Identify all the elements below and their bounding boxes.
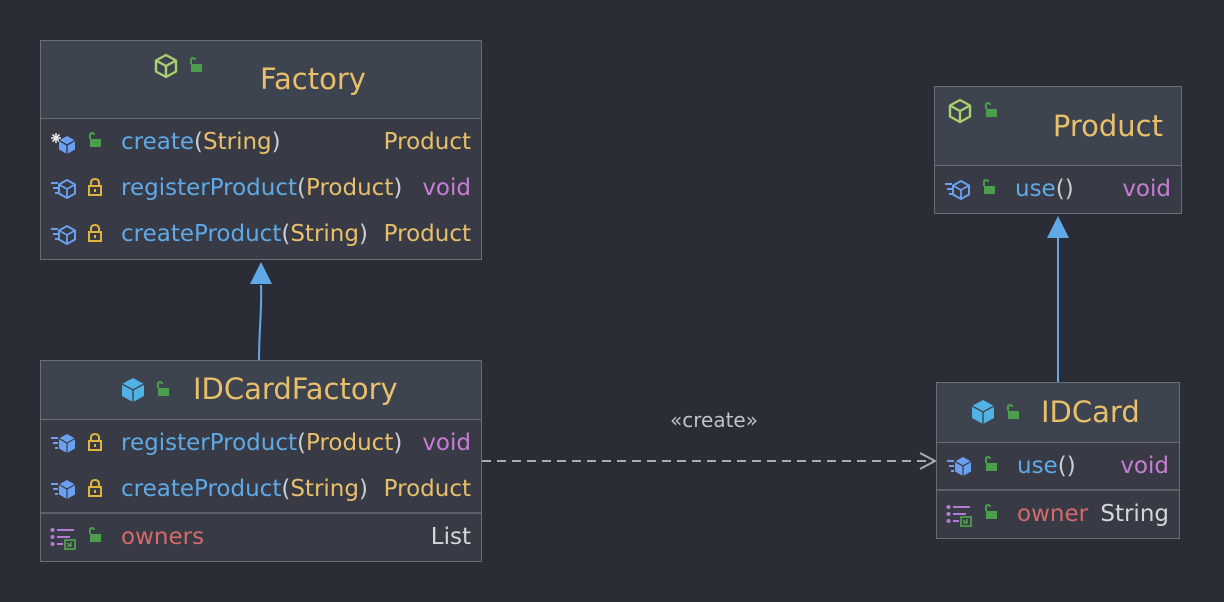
create-stereotype-label: «create» xyxy=(670,408,758,432)
method-filled-icon xyxy=(946,456,972,476)
public-unlock-icon xyxy=(155,380,171,397)
method-row[interactable]: registerProduct(Product) void xyxy=(41,420,481,466)
method-name: createProduct(String) xyxy=(121,221,368,247)
method-icon xyxy=(50,224,76,245)
class-name: IDCard xyxy=(1041,395,1140,429)
method-filled-icon xyxy=(50,479,76,499)
protected-lock-icon xyxy=(87,478,103,499)
public-unlock-icon xyxy=(87,131,103,152)
method-row[interactable]: use() void xyxy=(935,166,1181,212)
class-name: IDCardFactory xyxy=(193,372,398,406)
protected-lock-icon xyxy=(87,223,103,244)
public-unlock-icon xyxy=(1005,403,1021,420)
method-icon xyxy=(50,178,76,199)
public-unlock-icon xyxy=(983,503,999,524)
method-name: use() xyxy=(1015,176,1074,202)
return-type: void xyxy=(422,430,471,456)
method-icon xyxy=(944,179,970,200)
field-row[interactable]: owners List xyxy=(41,514,481,560)
method-name: create(String) xyxy=(121,129,281,155)
field-name: owner xyxy=(1017,501,1089,527)
return-type: void xyxy=(1122,176,1171,202)
public-unlock-icon xyxy=(188,56,204,73)
class-header[interactable]: IDCardFactory xyxy=(41,361,481,420)
class-header[interactable]: Product xyxy=(935,87,1181,166)
dependency-arrowhead xyxy=(919,452,938,470)
return-type: Product xyxy=(383,476,471,502)
class-cube-filled-icon xyxy=(120,377,146,403)
return-type: Product xyxy=(383,221,471,247)
public-unlock-icon xyxy=(983,455,999,476)
class-name: Factory xyxy=(260,62,366,96)
method-row[interactable]: use() void xyxy=(937,443,1179,489)
public-unlock-icon xyxy=(983,101,999,118)
field-icon xyxy=(946,504,972,527)
return-type: Product xyxy=(383,129,471,155)
method-row[interactable]: createProduct(String) Product xyxy=(41,211,481,257)
inheritance-line xyxy=(258,284,263,361)
method-name: use() xyxy=(1017,453,1076,479)
method-name: createProduct(String) xyxy=(121,476,368,502)
method-name: registerProduct(Product) xyxy=(121,430,403,456)
method-filled-icon xyxy=(50,433,76,453)
return-type: void xyxy=(422,175,471,201)
field-type: List xyxy=(430,524,471,550)
public-unlock-icon xyxy=(87,526,103,547)
class-box-product[interactable]: Product use() void xyxy=(934,86,1182,214)
inheritance-arrowhead xyxy=(250,262,272,284)
section-divider xyxy=(937,489,1179,491)
return-type: void xyxy=(1120,453,1169,479)
interface-cube-outline-icon xyxy=(947,98,973,124)
static-method-icon xyxy=(50,132,76,154)
field-type: String xyxy=(1100,501,1169,527)
field-icon xyxy=(50,527,76,550)
public-unlock-icon xyxy=(981,178,997,199)
class-box-idcard[interactable]: IDCard use() void o xyxy=(936,382,1180,539)
protected-lock-icon xyxy=(87,432,103,453)
section-divider xyxy=(41,512,481,514)
class-box-factory[interactable]: Factory create(String) Product registerP xyxy=(40,40,482,260)
class-header[interactable]: Factory xyxy=(41,41,481,119)
method-row[interactable]: create(String) Product xyxy=(41,119,481,165)
protected-lock-icon xyxy=(87,177,103,198)
realization-arrowhead xyxy=(1047,216,1069,238)
class-box-idcardfactory[interactable]: IDCardFactory registerProduct(Product) v… xyxy=(40,360,482,562)
method-row[interactable]: createProduct(String) Product xyxy=(41,466,481,512)
method-name: registerProduct(Product) xyxy=(121,175,403,201)
class-header[interactable]: IDCard xyxy=(937,383,1179,443)
class-cube-filled-icon xyxy=(970,399,996,425)
field-name: owners xyxy=(121,524,205,550)
class-name: Product xyxy=(1052,109,1163,143)
method-row[interactable]: registerProduct(Product) void xyxy=(41,165,481,211)
field-row[interactable]: owner String xyxy=(937,491,1179,537)
interface-cube-outline-icon xyxy=(153,53,179,79)
